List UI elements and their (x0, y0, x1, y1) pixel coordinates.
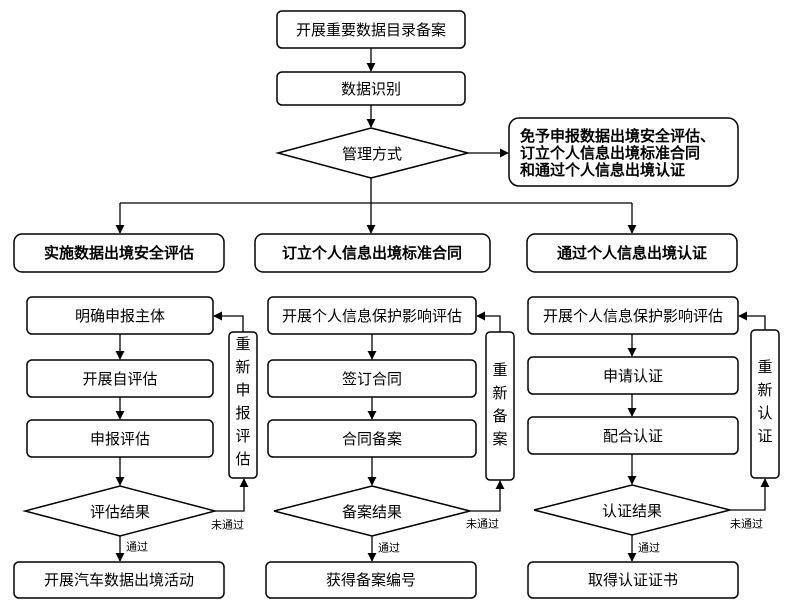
branch-1-step-1-label: 明确申报主体 (75, 307, 165, 325)
branch-1-result-box (13, 561, 225, 599)
exempt-note-line-2: 订立个人信息出境标准合同 (520, 144, 700, 162)
branch-1-loop-char-3: 申 (235, 381, 250, 399)
branch-3-title-box (526, 233, 738, 273)
branch-security-assessment: 实施数据出境安全评估 明确申报主体 开展自评估 申报评估 评估结果 通过 开展汽… (13, 233, 258, 599)
branch-1-title: 实施数据出境安全评估 (44, 244, 194, 262)
branch-2-result-box (265, 561, 477, 599)
branch-1-result-label: 开展汽车数据出境活动 (44, 571, 194, 589)
branch-3-step-3-label: 配合认证 (603, 427, 663, 445)
branch-2-loop-char-3: 备 (492, 407, 507, 425)
branch-2-fail-arrow (470, 480, 505, 512)
branch-3-step-2-box (527, 356, 739, 395)
step-data-identify-label: 数据识别 (341, 80, 401, 98)
branch-1-loop-char-4: 报 (235, 404, 250, 422)
step-catalog-filing-label: 开展重要数据目录备案 (296, 21, 446, 39)
branch-1-fail-arrow (215, 478, 249, 512)
branch-3-fail-label: 未通过 (730, 518, 763, 531)
decision-management-mode-label: 管理方式 (342, 145, 402, 163)
exempt-note-line-1: 免予申报数据出境安全评估、 (520, 127, 715, 145)
exempt-note-line-3: 和通过个人信息出境认证 (520, 161, 685, 179)
branch-3-loop-char-3: 认 (757, 404, 772, 422)
branch-2-decision-label: 备案结果 (342, 503, 402, 521)
branch-2-step-1-label: 开展个人信息保护影响评估 (282, 307, 462, 325)
branch-2-loop-char-2: 新 (492, 384, 507, 402)
branch-3-result-label: 取得认证证书 (588, 571, 678, 589)
branch-3-loop-char-1: 重 (757, 358, 772, 376)
branch-3-decision-label: 认证结果 (602, 502, 662, 520)
branch-2-fail-label: 未通过 (466, 518, 499, 531)
branch-2-title-box (254, 233, 491, 273)
branch-3-title: 通过个人信息出境认证 (557, 244, 707, 262)
branch-3-result-box (527, 561, 739, 599)
branch-1-loop-char-6: 估 (235, 450, 250, 468)
branch-2-loop-char-1: 重 (492, 361, 507, 379)
branch-1-fail-label: 未通过 (211, 519, 244, 532)
branch-3-fail-arrow (730, 478, 770, 511)
branch-3-pass-label: 通过 (638, 542, 660, 555)
branch-2-step-2-label: 签订合同 (342, 370, 402, 388)
exempt-note-box (508, 117, 739, 187)
branch-3-loop-char-2: 新 (757, 381, 772, 399)
branch-1-decision-label: 评估结果 (90, 503, 150, 521)
branch-3-step-3-box (527, 416, 739, 455)
branch-3-loop-char-4: 证 (757, 427, 772, 445)
branch-1-step-2-label: 开展自评估 (82, 370, 157, 388)
branch-2-title: 订立个人信息出境标准合同 (282, 244, 462, 262)
branch-1-step-3-label: 申报评估 (90, 430, 150, 448)
branch-3-step-2-label: 申请认证 (603, 367, 663, 385)
branch-1-loop-char-2: 新 (235, 358, 250, 376)
branch-1-title-box (13, 233, 225, 273)
branch-3-step-1-box (527, 296, 739, 335)
branch-3-loop-return-arrow (738, 311, 766, 330)
branch-2-step-3-label: 合同备案 (342, 430, 402, 448)
branch-1-pass-label: 通过 (126, 541, 148, 554)
branch-1-loop-char-1: 重 (235, 335, 250, 353)
branch-1-loop-return-arrow (213, 311, 244, 332)
branch-3-step-1-label: 开展个人信息保护影响评估 (543, 307, 723, 325)
branch-standard-contract: 订立个人信息出境标准合同 开展个人信息保护影响评估 签订合同 合同备案 备案结果… (254, 233, 515, 599)
branch-2-pass-label: 通过 (378, 542, 400, 555)
branch-2-loop-return-arrow (476, 311, 501, 332)
branch-2-result-label: 获得备案编号 (326, 571, 416, 589)
branch-2-loop-box (485, 331, 515, 481)
branch-certification: 通过个人信息出境认证 开展个人信息保护影响评估 申请认证 配合认证 认证结果 通… (526, 233, 780, 599)
branch-1-loop-char-5: 评 (235, 427, 250, 445)
branch-2-loop-char-4: 案 (492, 430, 507, 448)
